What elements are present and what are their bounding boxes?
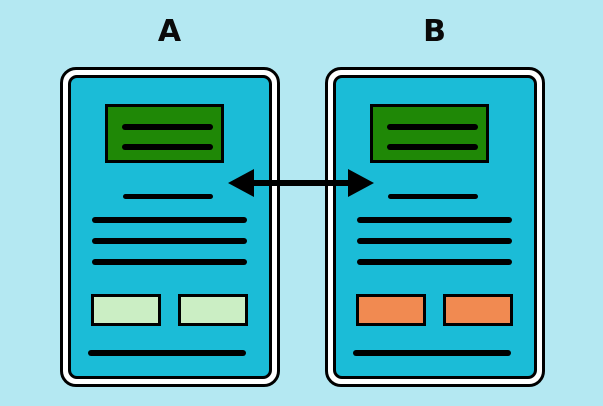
- header-text-line: [122, 124, 213, 130]
- panel-b-label: B: [423, 14, 447, 49]
- document-panel-a: [60, 67, 280, 387]
- arrow-shaft: [248, 180, 354, 186]
- header-text-line: [387, 144, 478, 150]
- text-line: [92, 259, 247, 265]
- panel-b-button-right: [443, 294, 513, 326]
- text-line: [357, 238, 512, 244]
- footer-line: [353, 350, 511, 356]
- text-line: [92, 217, 247, 223]
- text-line-short: [123, 194, 213, 199]
- arrow-head-left: [228, 169, 254, 197]
- footer-line: [88, 350, 246, 356]
- panel-b-header-block: [370, 104, 489, 163]
- double-headed-arrow-icon: [228, 168, 374, 198]
- panel-b-button-left: [356, 294, 426, 326]
- arrow-head-right: [348, 169, 374, 197]
- text-line: [92, 238, 247, 244]
- text-line-short: [388, 194, 478, 199]
- panel-a-header-block: [105, 104, 224, 163]
- panel-a-label: A: [157, 14, 183, 49]
- panel-a-button-right: [178, 294, 248, 326]
- text-line: [357, 217, 512, 223]
- header-text-line: [122, 144, 213, 150]
- text-line: [357, 259, 512, 265]
- header-text-line: [387, 124, 478, 130]
- document-panel-b: [325, 67, 545, 387]
- panel-a-button-left: [91, 294, 161, 326]
